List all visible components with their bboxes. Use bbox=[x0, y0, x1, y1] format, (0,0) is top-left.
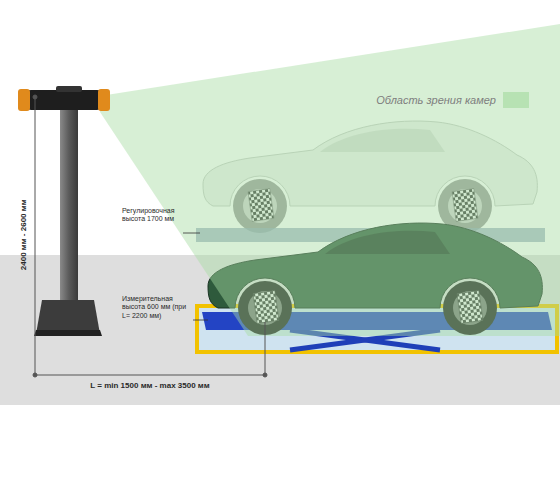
camera-view-cone bbox=[100, 24, 560, 336]
dimension-label: L = min 1500 мм - max 3500 мм bbox=[90, 381, 209, 391]
dimension-label: Измерительная высота 600 мм (при L= 2200… bbox=[122, 295, 190, 320]
dimension-label: 2400 мм - 2600 мм bbox=[18, 200, 28, 271]
camera-stand bbox=[34, 108, 102, 336]
dimension-lines bbox=[33, 95, 267, 377]
leader-lines bbox=[183, 233, 208, 320]
legend-text: Область зрения камер bbox=[376, 94, 496, 106]
legend-swatch bbox=[503, 92, 529, 108]
dimension-label: Регулировочная высота 1700 мм bbox=[122, 207, 180, 224]
camera-head bbox=[18, 86, 110, 111]
